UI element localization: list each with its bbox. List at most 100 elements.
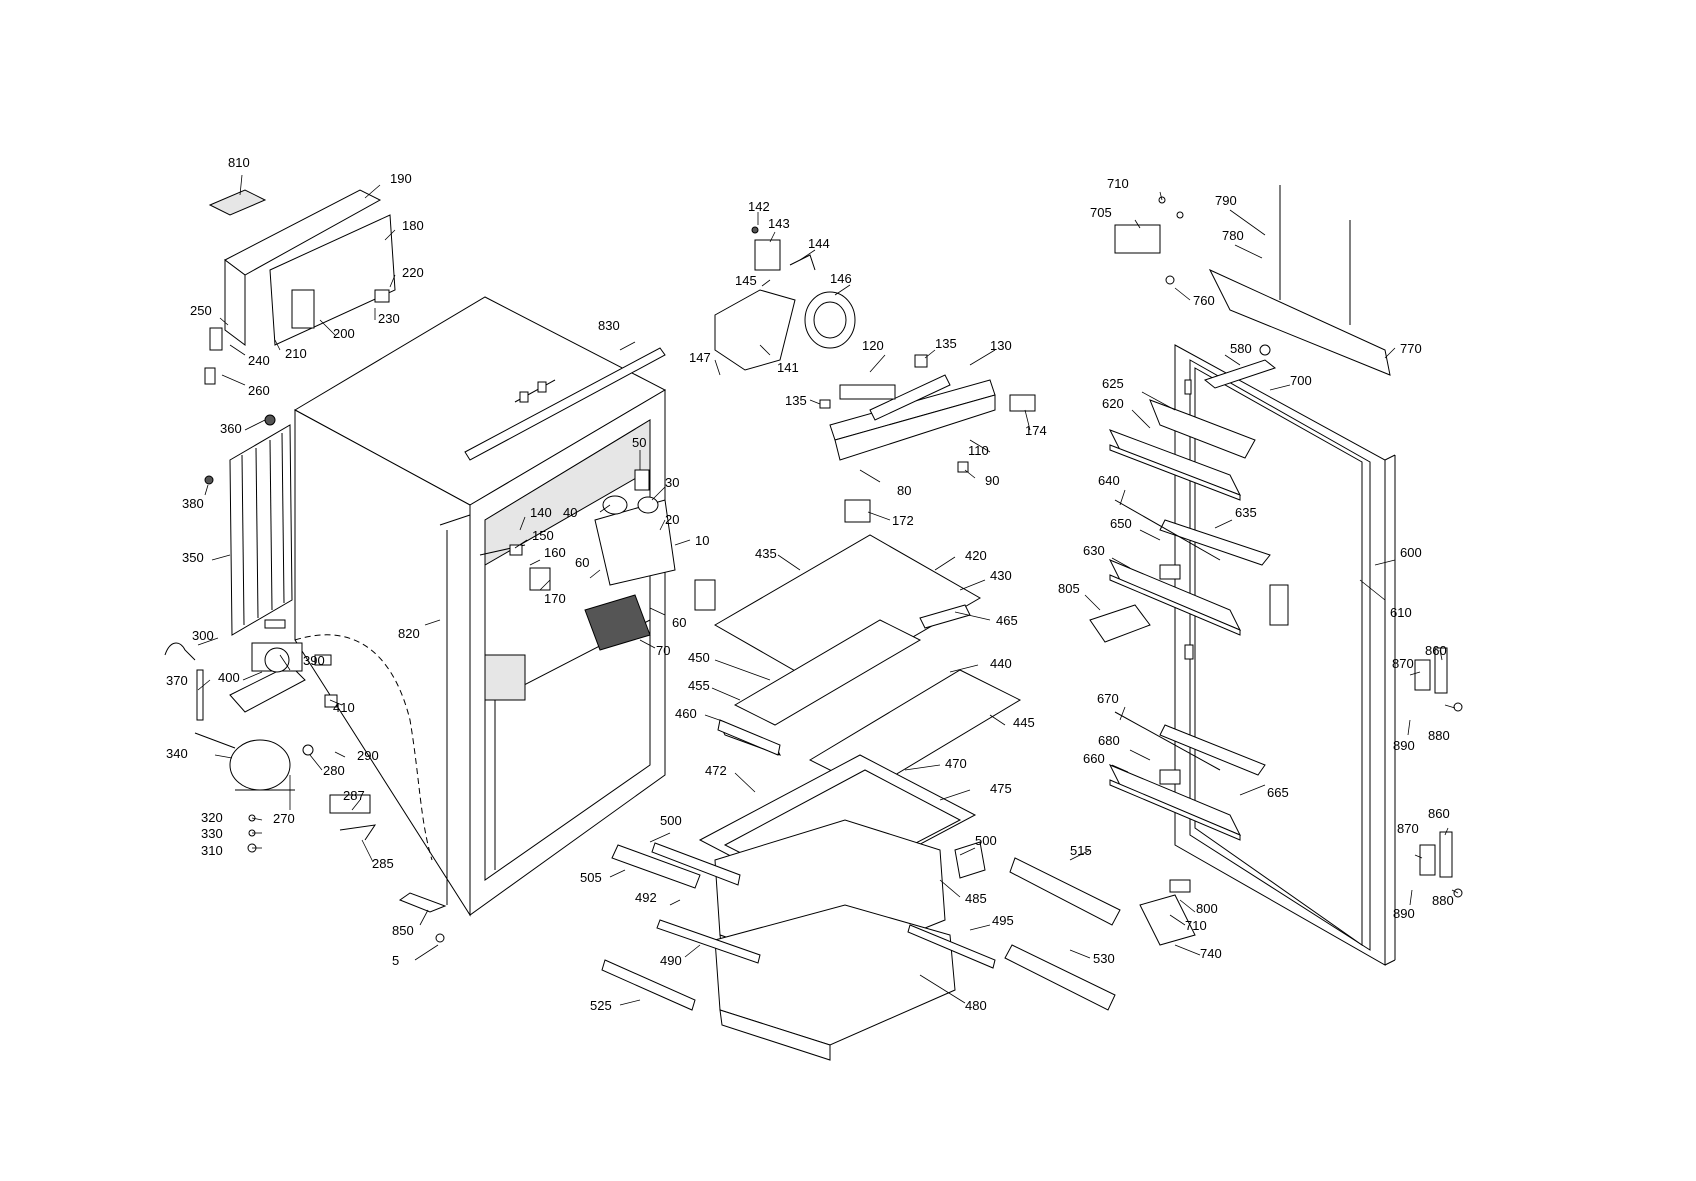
part-label: 580 xyxy=(1230,341,1252,356)
part-label: 300 xyxy=(192,628,214,643)
part-label: 287 xyxy=(343,788,365,803)
part-label: 500 xyxy=(660,813,682,828)
part-label: 780 xyxy=(1222,228,1244,243)
part-label: 830 xyxy=(598,318,620,333)
part-label: 880 xyxy=(1432,893,1454,908)
part-label: 220 xyxy=(402,265,424,280)
part-label: 890 xyxy=(1393,738,1415,753)
part-label: 525 xyxy=(590,998,612,1013)
part-label: 174 xyxy=(1025,423,1047,438)
part-label: 635 xyxy=(1235,505,1257,520)
top-hinge xyxy=(1114,185,1391,376)
part-label: 460 xyxy=(675,706,697,721)
part-label: 350 xyxy=(182,550,204,565)
part-label: 890 xyxy=(1393,906,1415,921)
part-label: 285 xyxy=(372,856,394,871)
door-bins xyxy=(1089,399,1271,841)
door xyxy=(1174,344,1396,966)
part-label: 760 xyxy=(1193,293,1215,308)
part-label: 40 xyxy=(563,505,577,520)
part-label: 515 xyxy=(1070,843,1092,858)
control-housing xyxy=(819,354,1036,523)
part-label: 665 xyxy=(1267,785,1289,800)
part-label: 470 xyxy=(945,756,967,771)
part-number-labels: 810 190 180 220 230 250 240 210 200 260 … xyxy=(166,155,1454,1013)
part-label: 480 xyxy=(965,998,987,1013)
part-label: 20 xyxy=(665,512,679,527)
part-label: 492 xyxy=(635,890,657,905)
part-label: 390 xyxy=(303,653,325,668)
part-label: 530 xyxy=(1093,951,1115,966)
drawer-rails xyxy=(601,719,1121,1011)
part-label: 465 xyxy=(996,613,1018,628)
part-label: 280 xyxy=(323,763,345,778)
part-label: 430 xyxy=(990,568,1012,583)
part-label: 190 xyxy=(390,171,412,186)
part-label: 850 xyxy=(392,923,414,938)
part-label: 650 xyxy=(1110,516,1132,531)
part-label: 810 xyxy=(228,155,250,170)
part-label: 420 xyxy=(965,548,987,563)
part-label: 660 xyxy=(1083,751,1105,766)
part-label: 260 xyxy=(248,383,270,398)
bottom-hinge xyxy=(1139,879,1196,946)
part-label: 80 xyxy=(897,483,911,498)
part-label: 170 xyxy=(544,591,566,606)
compressor-270 xyxy=(164,619,447,943)
part-label: 5 xyxy=(392,953,399,968)
part-label: 610 xyxy=(1390,605,1412,620)
part-label: 140 xyxy=(530,505,552,520)
part-label: 30 xyxy=(665,475,679,490)
part-label: 490 xyxy=(660,953,682,968)
part-label: 680 xyxy=(1098,733,1120,748)
part-label: 310 xyxy=(201,843,223,858)
part-label: 240 xyxy=(248,353,270,368)
part-label: 790 xyxy=(1215,193,1237,208)
part-label: 147 xyxy=(689,350,711,365)
part-label: 630 xyxy=(1083,543,1105,558)
part-label: 710 xyxy=(1107,176,1129,191)
fan-duct-assembly xyxy=(714,226,856,371)
part-label: 435 xyxy=(755,546,777,561)
part-label: 290 xyxy=(357,748,379,763)
part-label: 120 xyxy=(862,338,884,353)
part-label: 860 xyxy=(1428,806,1450,821)
part-label: 130 xyxy=(990,338,1012,353)
part-label: 330 xyxy=(201,826,223,841)
condenser-350 xyxy=(204,414,293,636)
part-label: 860 xyxy=(1425,643,1447,658)
part-label: 135 xyxy=(935,336,957,351)
part-label: 141 xyxy=(777,360,799,375)
part-label: 670 xyxy=(1097,691,1119,706)
part-label: 445 xyxy=(1013,715,1035,730)
part-label: 250 xyxy=(190,303,212,318)
part-label: 500 xyxy=(975,833,997,848)
part-label: 370 xyxy=(166,673,188,688)
part-label: 340 xyxy=(166,746,188,761)
part-label: 400 xyxy=(218,670,240,685)
part-label: 70 xyxy=(656,643,670,658)
part-label: 820 xyxy=(398,626,420,641)
part-label: 380 xyxy=(182,496,204,511)
part-label: 800 xyxy=(1196,901,1218,916)
part-label: 60 xyxy=(672,615,686,630)
part-label: 505 xyxy=(580,870,602,885)
part-label: 270 xyxy=(273,811,295,826)
part-label: 495 xyxy=(992,913,1014,928)
part-label: 450 xyxy=(688,650,710,665)
part-label: 230 xyxy=(378,311,400,326)
part-label: 142 xyxy=(748,199,770,214)
part-label: 144 xyxy=(808,236,830,251)
part-label: 740 xyxy=(1200,946,1222,961)
part-label: 475 xyxy=(990,781,1012,796)
part-label: 172 xyxy=(892,513,914,528)
part-label: 455 xyxy=(688,678,710,693)
part-label: 705 xyxy=(1090,205,1112,220)
part-label: 640 xyxy=(1098,473,1120,488)
part-label: 160 xyxy=(544,545,566,560)
part-label: 110 xyxy=(968,443,989,458)
part-label: 320 xyxy=(201,810,223,825)
part-label: 472 xyxy=(705,763,727,778)
part-label: 90 xyxy=(985,473,999,488)
